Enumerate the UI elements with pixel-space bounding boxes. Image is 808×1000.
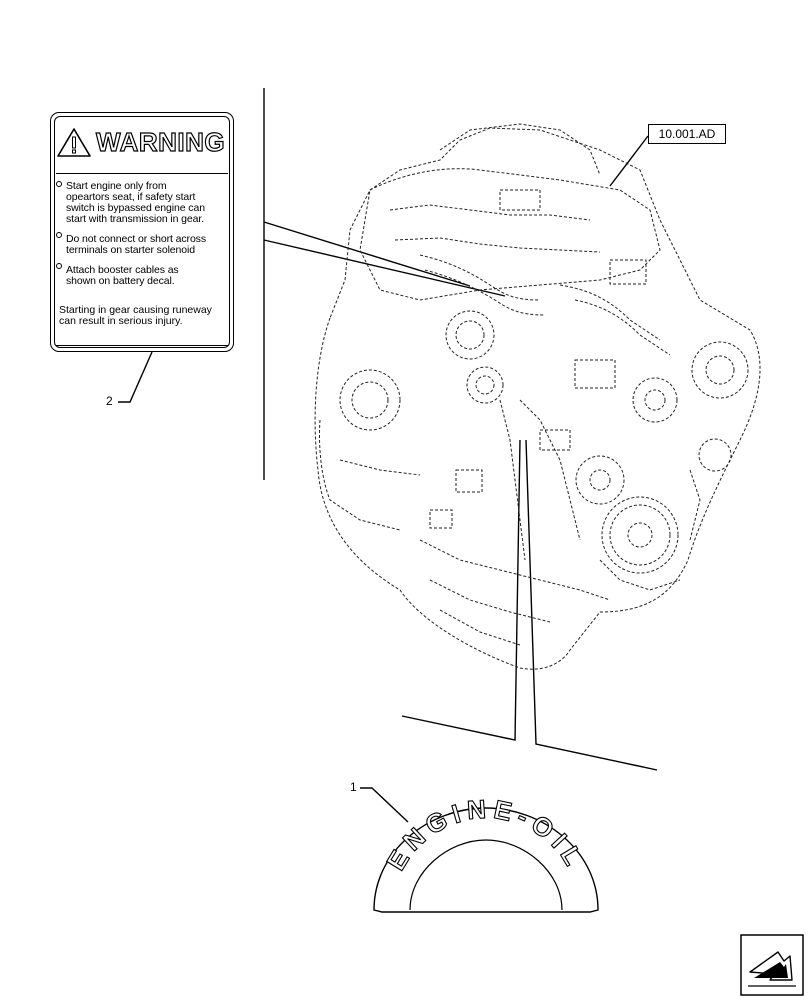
callout-number-1: 1: [350, 780, 357, 794]
callout-number-2: 2: [106, 394, 113, 408]
warning-title: WARNING: [95, 126, 226, 157]
decal-leader-line-upper: [263, 221, 471, 287]
bullet-icon: [56, 181, 62, 187]
leader-lines: [118, 88, 658, 823]
warning-footer: Starting in gear causing runeway can res…: [59, 304, 212, 327]
oil-decal-leader-left: [401, 439, 521, 741]
warning-decal-header: WARNING: [54, 117, 230, 167]
reference-leader-line: [609, 135, 649, 187]
callout-1-leader: [360, 787, 409, 823]
engine-assembly-illustration: [314, 123, 761, 670]
oil-decal-leader-right: [525, 439, 658, 771]
callout-2-leader: [118, 351, 153, 403]
warning-decal: WARNING Start engine only from opeartors…: [50, 112, 234, 352]
oil-decal-inner-arc: [409, 839, 563, 911]
warning-decal-bottom-rule: [56, 345, 228, 346]
engine-oil-decal: ENGINE-OIL: [373, 793, 599, 913]
warning-message-2: Do not connect or short across terminals…: [66, 233, 206, 256]
warning-decal-border: [54, 116, 230, 348]
bullet-icon: [56, 232, 62, 238]
warning-triangle-icon: [57, 128, 91, 157]
warning-decal-divider: [56, 173, 228, 174]
bullet-icon: [56, 263, 62, 269]
decal-leader-line-lower: [263, 239, 506, 297]
arrow-next-page-icon[interactable]: [740, 934, 804, 996]
warning-message-3: Attach booster cables as shown on batter…: [66, 264, 179, 287]
reference-label[interactable]: 10.001.AD: [648, 124, 726, 144]
oil-decal-outline: [373, 807, 599, 913]
warning-message-1: Start engine only from opeartors seat, i…: [66, 180, 205, 225]
